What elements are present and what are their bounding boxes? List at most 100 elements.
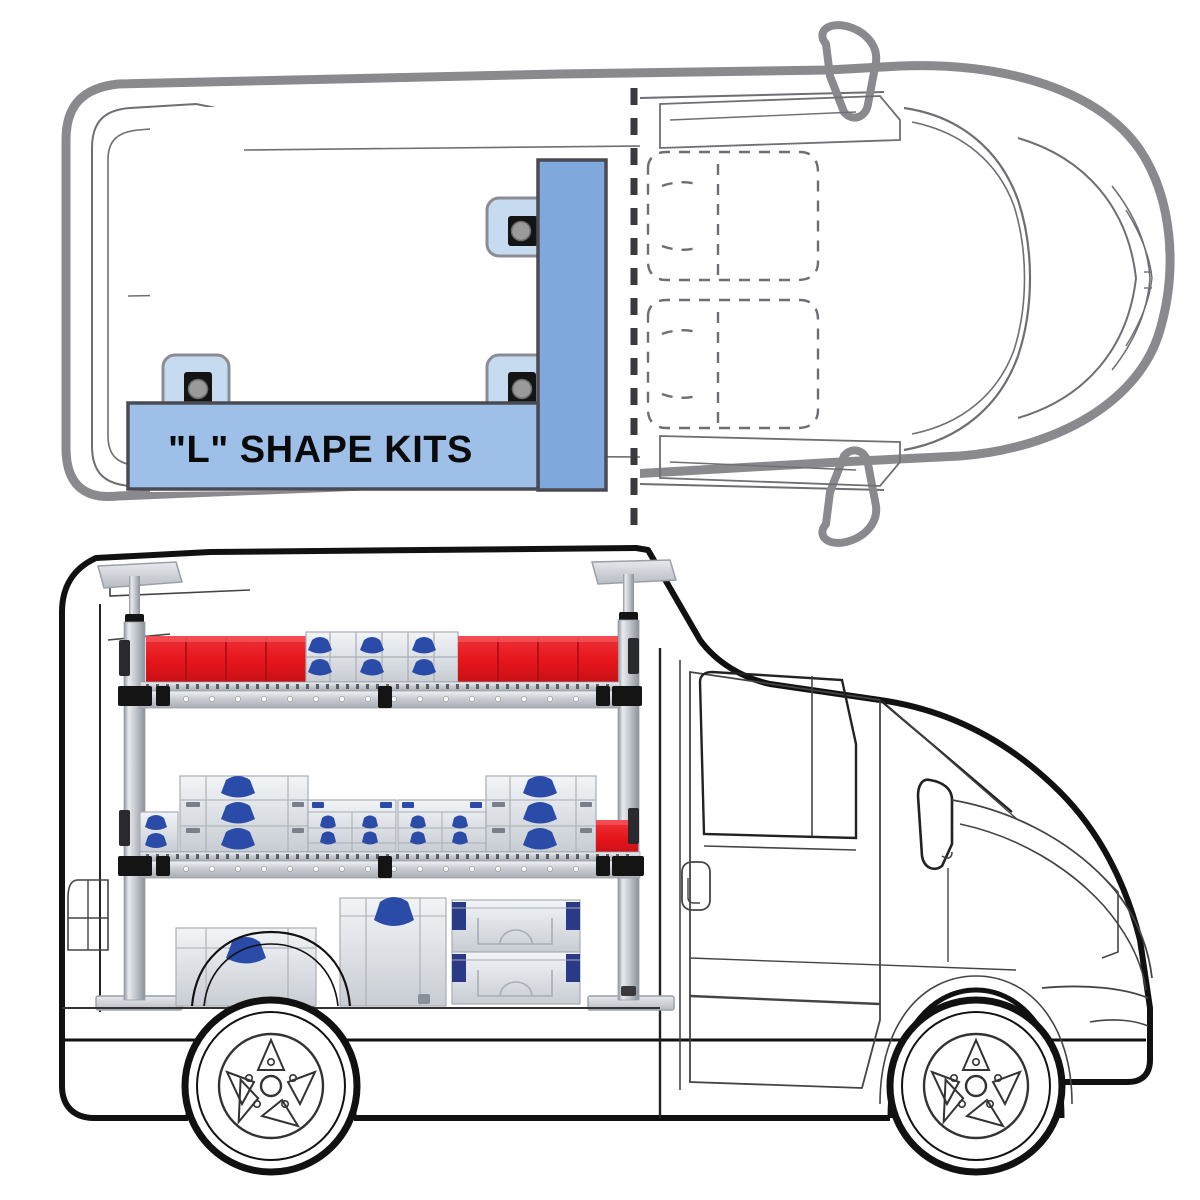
drawer-handle-2[interactable] [362,815,378,829]
drawer-handle-5[interactable] [410,815,426,829]
drawer-cases-mid-center[interactable] [307,799,487,853]
shelf-clip-middle-rear[interactable] [156,856,170,876]
wheel-arch-rear-liner [190,930,352,1007]
floor-case-stack[interactable] [451,899,581,1005]
door-handle-icon[interactable] [681,861,711,911]
gray-cases-mid-right[interactable] [485,775,597,853]
hub-front [964,1074,988,1098]
latch-m2[interactable] [221,802,255,824]
drawer-handle-8[interactable] [452,831,468,845]
gray-cases-upper-center[interactable] [305,631,459,683]
case-latches-mid-right[interactable] [523,776,557,850]
mirror-top-left-icon [818,21,881,122]
stack-latch-ur[interactable] [566,902,580,930]
latch-m4[interactable] [523,776,557,798]
windshield-pillar-inner [887,705,1019,821]
l-shape-kit-top-view[interactable]: "L" SHAPE KITS [126,158,608,492]
van-side-view [59,545,1153,1176]
drawer-handle-3[interactable] [320,831,336,845]
drawer-handles[interactable] [312,802,482,845]
drawer-handle-6[interactable] [452,815,468,829]
shelf-middle[interactable] [118,775,644,879]
van-cab-top-view [639,21,1153,547]
drawer-tab-2 [380,802,392,808]
post-collar-rear[interactable] [125,614,144,624]
shelf-clip-upper-rear[interactable] [156,686,170,706]
post-rail-slot-middle-rear [119,810,130,846]
rear-lamp-cluster [67,879,109,951]
floor-case-rear-latch[interactable] [226,937,266,964]
ceiling-plate-rear-shape [97,561,183,589]
drawer-handle-7[interactable] [410,831,426,845]
floor-case-center-latch[interactable] [374,897,414,926]
van-cab-side-view [658,648,1153,1118]
shelf-bracket-middle-front[interactable] [612,856,644,876]
post-foot-front [621,986,636,996]
drawer-handle-1[interactable] [320,815,336,829]
stack-upper-handle[interactable] [499,929,533,945]
floor-case-center-foot [418,994,430,1004]
red-bins-upper-right[interactable] [458,636,618,682]
case-latches-upper[interactable] [308,637,436,676]
case-latches-mid-left[interactable] [221,776,255,850]
latch-m5[interactable] [523,802,557,824]
bin-lip-right [458,636,618,642]
shelf-bracket-middle-rear[interactable] [118,856,152,876]
kit-horizontal-bar[interactable] [126,401,540,491]
headlight-outline [1101,879,1119,959]
anchor-dot-upper [510,220,532,242]
gray-case-mid-far-left[interactable] [139,811,179,853]
cab-sill-top [639,91,885,99]
stack-latch-ul[interactable] [452,902,466,930]
stack-lower-recess [477,970,553,997]
latch-m3[interactable] [221,828,255,850]
latch-m0a[interactable] [145,815,167,830]
bumper-lower-line [1089,1019,1149,1027]
floor-cases[interactable] [175,897,581,1007]
stack-latch-ll[interactable] [452,954,466,982]
latch-u6[interactable] [412,659,436,676]
latch-m0b[interactable] [145,833,167,848]
seat-driver-outline [646,150,820,282]
seat-passenger-outline [646,298,820,430]
stack-latch-lr[interactable] [566,954,580,982]
red-bins-upper-left[interactable] [146,636,306,682]
anchor-marker-rear-left [161,353,231,415]
latch-u5[interactable] [412,637,436,654]
drawer-tab-3 [402,802,414,808]
bin-lip-left [146,636,306,642]
latch-m6[interactable] [523,828,557,850]
mirror-arm [941,851,953,859]
rack-structure[interactable] [62,559,677,1011]
latch-u3[interactable] [360,637,384,654]
ceiling-plate-rear [97,561,183,589]
cab-door-right-line [669,461,857,471]
cargo-wall-line-top [243,145,641,151]
mirror-top-right-icon [818,446,881,547]
latch-m1[interactable] [221,776,255,798]
latch-u4[interactable] [360,659,384,676]
post-collar-front[interactable] [619,612,638,622]
floor-case-rear[interactable] [175,927,317,1007]
shelf-clip-upper-mid[interactable] [378,686,392,708]
latch-u1[interactable] [308,637,332,654]
floor-case-center[interactable] [339,897,447,1007]
shelf-clip-upper-front[interactable] [596,686,610,706]
stack-upper-recess [477,918,553,945]
lug-holes-rear [245,1058,297,1109]
shelf-bracket-upper-front[interactable] [612,686,642,706]
cab-door-outline [689,670,881,1089]
anchor-dot-front [511,378,533,400]
stack-lower-handle[interactable] [499,981,533,997]
shelf-clip-middle-mid[interactable] [378,856,392,878]
shelf-bracket-upper-rear[interactable] [118,686,152,706]
hood-front-line [1111,185,1151,371]
drawer-handle-4[interactable] [362,831,378,845]
shelf-upper[interactable] [118,631,642,709]
van-side-body-rear-lower [59,1008,188,1121]
latch-u2[interactable] [308,659,332,676]
kit-vertical-arm[interactable] [536,158,608,492]
shelf-clip-middle-front[interactable] [596,856,610,876]
gray-cases-mid-left[interactable] [179,775,309,853]
